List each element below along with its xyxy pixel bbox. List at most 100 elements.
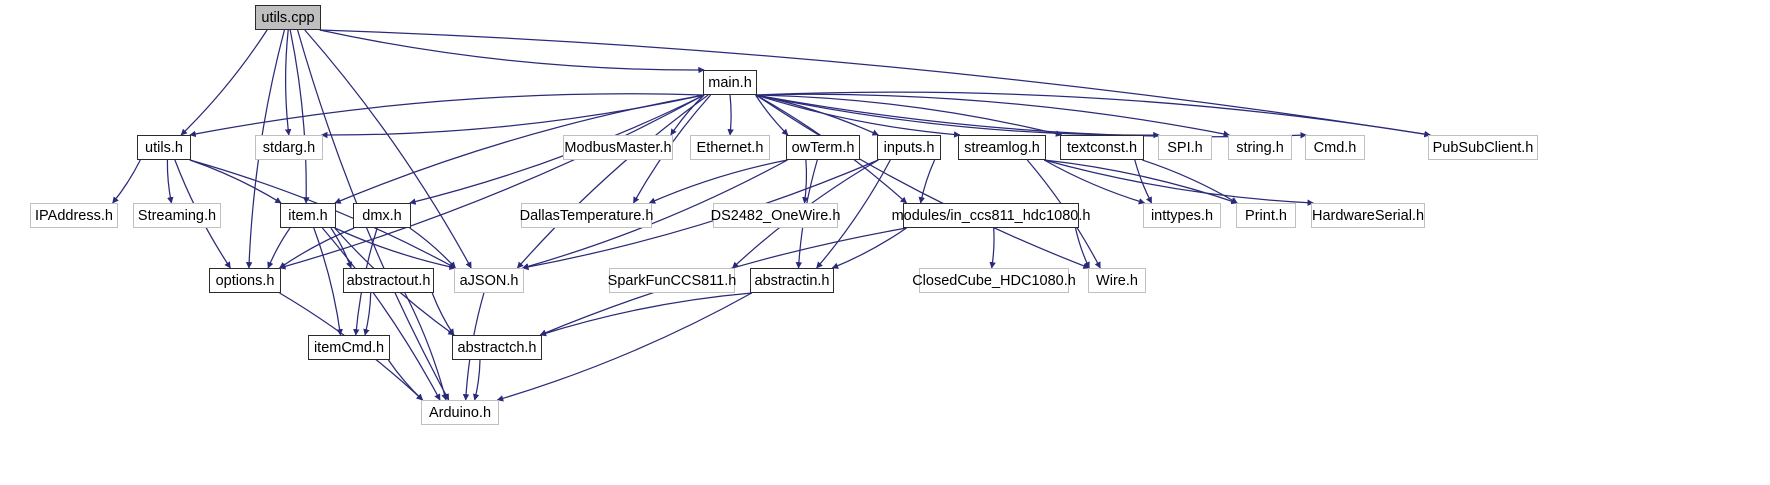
graph-node-abstractout-h[interactable]: abstractout.h bbox=[343, 268, 434, 293]
graph-node-label: aJSON.h bbox=[459, 272, 519, 289]
graph-edge-abstractout-h-to-abstractch-h bbox=[431, 292, 455, 336]
graph-edge-main-h-to-wire-h bbox=[755, 94, 1090, 269]
graph-node-label: HardwareSerial.h bbox=[1311, 207, 1425, 224]
graph-edge-streamlog-h-to-hardwareserial-h bbox=[1044, 159, 1314, 206]
graph-edge-abstractch-h-to-arduino-h bbox=[472, 359, 481, 401]
graph-node-modbusmaster-h[interactable]: ModbusMaster.h bbox=[563, 135, 673, 160]
graph-node-textconst-h[interactable]: textconst.h bbox=[1060, 135, 1144, 160]
graph-node-modules-in-ccs811-hdc1080-h[interactable]: modules/in_ccs811_hdc1080.h bbox=[892, 203, 1090, 228]
graph-node-label: SPI.h bbox=[1167, 139, 1203, 156]
graph-edge-main-h-to-ethernet-h bbox=[727, 94, 734, 136]
graph-node-sparkfunccs811-h[interactable]: SparkFunCCS811.h bbox=[607, 268, 737, 293]
graph-edge-main-h-to-modbusmaster-h bbox=[670, 94, 705, 136]
graph-node-label: main.h bbox=[708, 74, 752, 91]
graph-node-label: Wire.h bbox=[1096, 272, 1138, 289]
graph-node-label: ClosedCube_HDC1080.h bbox=[912, 272, 1076, 289]
graph-edge-item-h-to-options-h bbox=[267, 227, 291, 269]
graph-edge-utils-h-to-item-h bbox=[189, 159, 282, 204]
graph-node-main-h[interactable]: main.h bbox=[703, 70, 757, 95]
graph-edge-main-h-to-stdarg-h bbox=[320, 94, 705, 139]
graph-node-abstractch-h[interactable]: abstractch.h bbox=[452, 335, 542, 360]
graph-edge-main-h-to-ajson-h bbox=[516, 94, 709, 269]
graph-node-abstractin-h[interactable]: abstractin.h bbox=[750, 268, 834, 293]
graph-edge-modules-in-ccs811-hdc1080-h-to-abstractin-h bbox=[831, 227, 907, 269]
graph-edge-main-h-to-cmd-h bbox=[755, 94, 1307, 139]
graph-node-owterm-h[interactable]: owTerm.h bbox=[786, 135, 860, 160]
graph-edge-owterm-h-to-ajson-h bbox=[521, 159, 788, 270]
graph-node-label: Ethernet.h bbox=[696, 139, 764, 156]
graph-edge-utils-h-to-streaming-h bbox=[166, 159, 174, 204]
graph-edge-utils-h-to-ipaddress-h bbox=[112, 159, 141, 204]
graph-node-label: streamlog.h bbox=[964, 139, 1040, 156]
graph-edge-streamlog-h-to-inttypes-h bbox=[1043, 159, 1146, 205]
graph-node-itemcmd-h[interactable]: itemCmd.h bbox=[308, 335, 390, 360]
graph-node-label: string.h bbox=[1236, 139, 1284, 156]
graph-node-label: itemCmd.h bbox=[313, 339, 385, 356]
graph-node-label: SparkFunCCS811.h bbox=[607, 272, 737, 289]
graph-edge-inputs-h-to-modules-in-ccs811-hdc1080-h bbox=[918, 159, 936, 204]
graph-node-ajson-h[interactable]: aJSON.h bbox=[454, 268, 524, 293]
graph-node-item-h[interactable]: item.h bbox=[280, 203, 336, 228]
graph-node-hardwareserial-h[interactable]: HardwareSerial.h bbox=[1311, 203, 1425, 228]
graph-node-arduino-h[interactable]: Arduino.h bbox=[421, 400, 499, 425]
graph-node-label: DS2482_OneWire.h bbox=[710, 207, 841, 224]
graph-edge-main-h-to-utils-h bbox=[189, 93, 705, 138]
graph-node-label: options.h bbox=[215, 272, 275, 289]
graph-node-utils-h[interactable]: utils.h bbox=[137, 135, 191, 160]
graph-edge-inputs-h-to-ajson-h bbox=[521, 159, 879, 271]
graph-edge-itemcmd-h-to-arduino-h bbox=[387, 359, 424, 401]
graph-edge-item-h-to-abstractout-h bbox=[330, 227, 353, 269]
graph-node-label: utils.h bbox=[145, 139, 183, 156]
graph-node-ethernet-h[interactable]: Ethernet.h bbox=[690, 135, 770, 160]
graph-node-label: utils.cpp bbox=[261, 9, 315, 26]
graph-edge-main-h-to-options-h bbox=[278, 94, 705, 270]
graph-node-closedcube-hdc1080-h[interactable]: ClosedCube_HDC1080.h bbox=[912, 268, 1076, 293]
graph-edge-inputs-h-to-abstractin-h bbox=[816, 159, 891, 269]
graph-edge-main-h-to-pubsubclient-h bbox=[755, 91, 1431, 138]
graph-edge-main-h-to-item-h bbox=[334, 94, 705, 204]
graph-node-dallastemperature-h[interactable]: DallasTemperature.h bbox=[520, 203, 653, 228]
graph-edge-dmx-h-to-options-h bbox=[279, 227, 355, 269]
graph-edge-abstractout-h-to-itemcmd-h bbox=[363, 292, 372, 336]
graph-node-options-h[interactable]: options.h bbox=[209, 268, 281, 293]
graph-node-label: owTerm.h bbox=[791, 139, 855, 156]
graph-node-print-h[interactable]: Print.h bbox=[1236, 203, 1296, 228]
graph-node-label: Arduino.h bbox=[428, 404, 492, 421]
graph-node-label: ModbusMaster.h bbox=[564, 139, 672, 156]
graph-node-ipaddress-h[interactable]: IPAddress.h bbox=[30, 203, 118, 228]
graph-node-inttypes-h[interactable]: inttypes.h bbox=[1143, 203, 1221, 228]
graph-node-cmd-h[interactable]: Cmd.h bbox=[1305, 135, 1365, 160]
graph-node-label: stdarg.h bbox=[262, 139, 316, 156]
graph-node-wire-h[interactable]: Wire.h bbox=[1088, 268, 1146, 293]
graph-node-label: PubSubClient.h bbox=[1432, 139, 1534, 156]
graph-node-label: inputs.h bbox=[883, 139, 935, 156]
graph-edge-main-h-to-streamlog-h bbox=[755, 94, 961, 138]
graph-node-label: abstractin.h bbox=[754, 272, 830, 289]
graph-edge-main-h-to-dmx-h bbox=[409, 94, 705, 205]
graph-edge-item-h-to-arduino-h bbox=[321, 227, 441, 401]
graph-edge-utils-cpp-to-ajson-h bbox=[304, 29, 472, 269]
graph-node-label: abstractout.h bbox=[346, 272, 431, 289]
graph-node-stdarg-h[interactable]: stdarg.h bbox=[255, 135, 323, 160]
graph-node-spi-h[interactable]: SPI.h bbox=[1158, 135, 1212, 160]
graph-edge-owterm-h-to-dallastemperature-h bbox=[648, 159, 788, 204]
graph-node-dmx-h[interactable]: dmx.h bbox=[353, 203, 411, 228]
graph-node-pubsubclient-h[interactable]: PubSubClient.h bbox=[1428, 135, 1538, 160]
graph-edge-abstractout-h-to-arduino-h bbox=[404, 292, 448, 401]
graph-edge-streamlog-h-to-print-h bbox=[1044, 159, 1238, 205]
graph-node-ds2482-onewire-h[interactable]: DS2482_OneWire.h bbox=[710, 203, 841, 228]
graph-edge-main-h-to-spi-h bbox=[755, 94, 1160, 139]
graph-node-inputs-h[interactable]: inputs.h bbox=[877, 135, 941, 160]
graph-node-label: modules/in_ccs811_hdc1080.h bbox=[891, 207, 1091, 224]
graph-node-streamlog-h[interactable]: streamlog.h bbox=[958, 135, 1046, 160]
graph-node-utils-cpp[interactable]: utils.cpp bbox=[255, 5, 321, 30]
graph-node-label: abstractch.h bbox=[457, 339, 537, 356]
graph-edge-modules-in-ccs811-hdc1080-h-to-closedcube-hdc1080-h bbox=[989, 227, 996, 269]
graph-node-label: inttypes.h bbox=[1150, 207, 1214, 224]
graph-node-string-h[interactable]: string.h bbox=[1228, 135, 1292, 160]
graph-edge-main-h-to-textconst-h bbox=[755, 94, 1063, 137]
graph-node-streaming-h[interactable]: Streaming.h bbox=[133, 203, 221, 228]
graph-node-label: Print.h bbox=[1245, 207, 1287, 224]
